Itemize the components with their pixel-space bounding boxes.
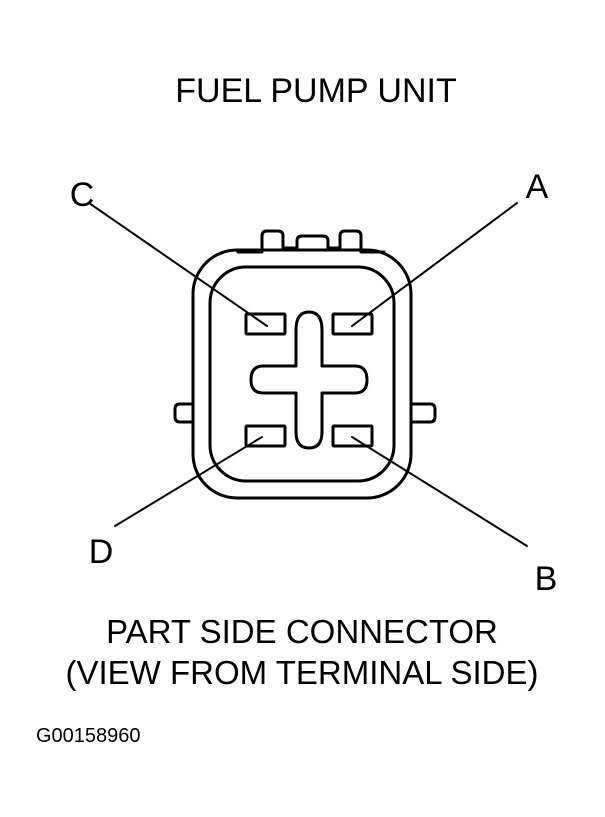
right-side-ear: [409, 402, 437, 424]
top-lock-tab: [236, 229, 386, 254]
figure-code: G00158960: [36, 725, 141, 747]
diagram-title: FUEL PUMP UNIT: [175, 72, 456, 110]
connector-inner-body: [208, 265, 396, 483]
terminal-c-leader-line: [88, 202, 268, 327]
terminal-d-cavity: [244, 424, 287, 448]
terminal-a-label: A: [526, 168, 549, 206]
caption-line-2: (VIEW FROM TERMINAL SIDE): [65, 654, 538, 691]
terminal-d-leader-line: [114, 436, 263, 527]
terminal-b-label: B: [535, 560, 558, 598]
terminal-b-leader-line: [351, 436, 528, 547]
connector-housing: [173, 229, 437, 500]
terminal-b-cavity: [331, 424, 374, 448]
caption-line-1: PART SIDE CONNECTOR: [106, 613, 498, 650]
terminal-a-leader-line: [351, 202, 518, 327]
connector-outer-body: [191, 248, 413, 500]
left-side-ear: [173, 402, 195, 424]
center-cross-key: [249, 310, 369, 450]
terminal-a-cavity: [331, 312, 374, 336]
terminal-c-cavity: [244, 312, 287, 336]
terminal-d-label: D: [89, 533, 114, 571]
terminal-c-label: C: [70, 176, 95, 214]
